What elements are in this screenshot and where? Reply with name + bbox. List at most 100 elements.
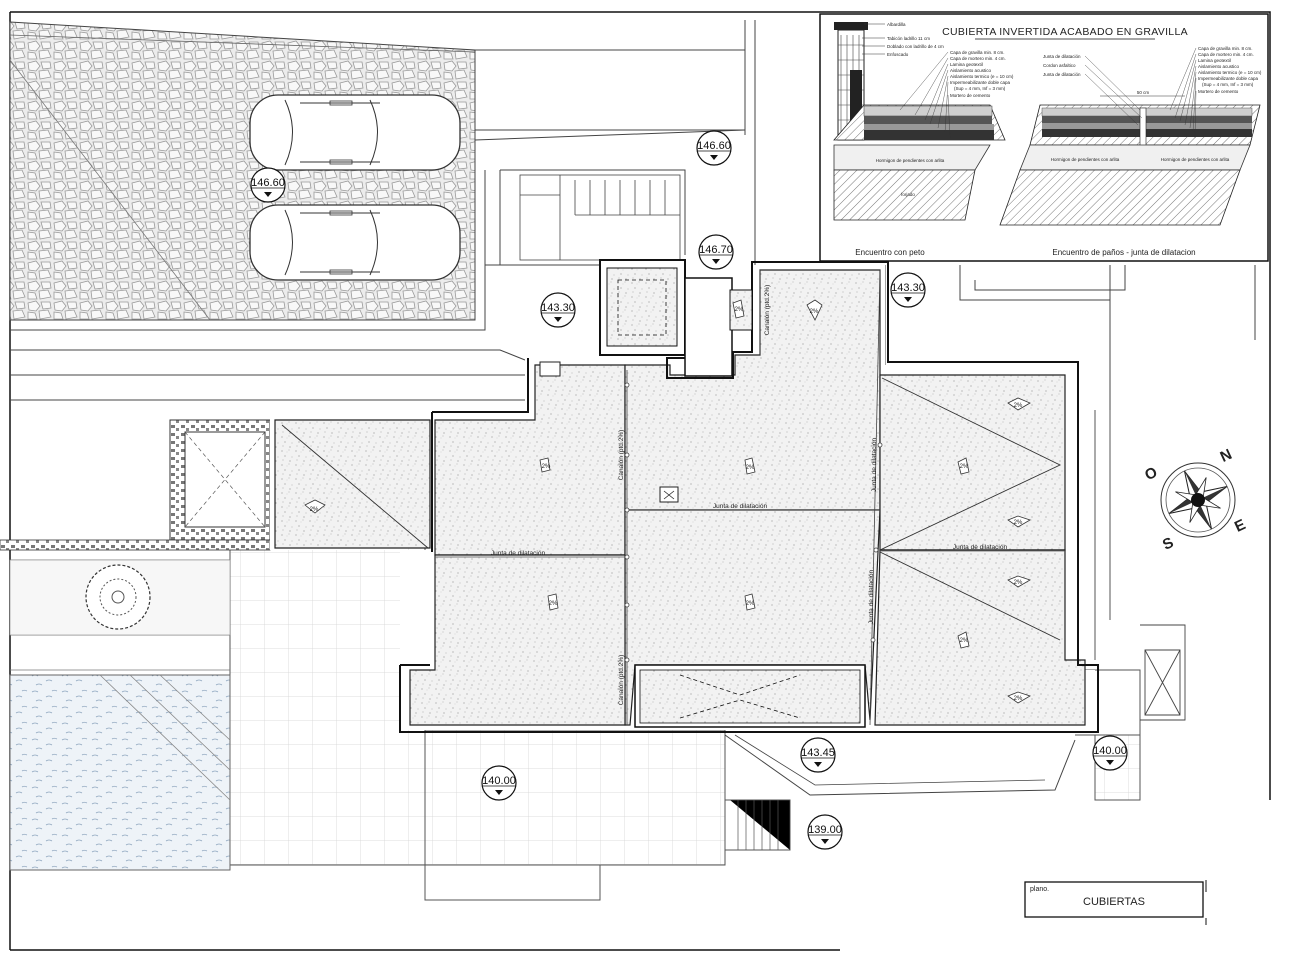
stairs-top — [519, 174, 681, 261]
svg-text:Hormigon de pendientes con arl: Hormigon de pendientes con arlita — [1161, 157, 1230, 162]
title-block: plano. CUBIERTAS — [1024, 880, 1207, 925]
svg-text:Albardilla: Albardilla — [887, 22, 906, 27]
svg-text:146.70: 146.70 — [699, 244, 733, 256]
detail-parapet: forjado Hormigon de pendientes con arlit… — [833, 22, 1006, 221]
left-labels: Albardilla Tabicón ladrillo 11 cm Doblad… — [862, 22, 944, 57]
car-bottom — [249, 204, 461, 281]
svg-text:Aislamiento termico (e = 10 cm: Aislamiento termico (e = 10 cm) — [950, 74, 1014, 79]
svg-text:Mortero de cemento: Mortero de cemento — [1198, 89, 1239, 94]
dilation-joints — [435, 509, 1065, 558]
svg-text:forjado: forjado — [901, 192, 915, 197]
svg-text:Capa de mortero min. 4 cm.: Capa de mortero min. 4 cm. — [950, 56, 1006, 61]
roof-access — [599, 259, 753, 377]
roof-planes — [274, 269, 1086, 726]
detail-title: CUBIERTA INVERTIDA ACABADO EN GRAVILLA — [942, 26, 1188, 38]
svg-text:Junta de dilatación: Junta de dilatación — [1043, 54, 1081, 59]
junta-label: Junta de dilatación — [868, 570, 875, 625]
svg-text:Capa de gravilla min. 8 cm.: Capa de gravilla min. 8 cm. — [950, 50, 1005, 55]
svg-text:50 cm: 50 cm — [1137, 90, 1150, 95]
slope-arrow: 2% — [547, 593, 559, 611]
svg-text:Hormigon de pendientes con arl: Hormigon de pendientes con arlita — [876, 158, 945, 163]
svg-text:146.60: 146.60 — [251, 177, 285, 189]
patio-skylight — [0, 419, 271, 551]
right-labels: Capa de gravilla min. 8 cm. Capa de mort… — [1169, 46, 1262, 139]
roof-detail-box: CUBIERTA INVERTIDA ACABADO EN GRAVILLA f… — [819, 13, 1269, 262]
svg-text:2%: 2% — [810, 309, 819, 315]
level-marker: 146.70 — [698, 234, 734, 270]
junta-label: Junta de dilatación — [953, 544, 1008, 551]
slope-arrow: 2% — [744, 457, 756, 475]
level-marker: 140.00 — [1092, 735, 1128, 771]
stairs-bottom — [730, 799, 791, 850]
svg-text:(Sup = 4 mm, Inf = 3 mm): (Sup = 4 mm, Inf = 3 mm) — [954, 86, 1006, 91]
sheet-frame — [10, 11, 1271, 800]
slope-arrow: 2% — [1007, 575, 1031, 588]
svg-text:2%: 2% — [1014, 580, 1023, 586]
compass-n: N — [1218, 446, 1235, 466]
level-marker: 143.30 — [540, 292, 576, 328]
svg-text:2%: 2% — [960, 464, 969, 470]
tree-symbol — [85, 564, 151, 630]
roof-skylight — [634, 664, 866, 728]
svg-text:143.30: 143.30 — [541, 302, 575, 314]
hip-lines — [281, 377, 1062, 641]
gutter-lines — [626, 269, 881, 726]
level-marker: 143.45 — [800, 737, 836, 773]
detail-joint: Hormigon de pendientes con arlita Hormig… — [999, 90, 1261, 226]
slope-arrow: 2% — [304, 499, 326, 514]
svg-text:2%: 2% — [746, 465, 755, 471]
svg-text:146.60: 146.60 — [697, 140, 731, 152]
canalon-label: Canalón (ptd.2%) — [618, 655, 625, 706]
mid-labels: Capa de gravilla min. 8 cm. Capa de mort… — [899, 50, 1014, 139]
slope-arrow: 2% — [1007, 691, 1031, 704]
svg-text:143.45: 143.45 — [801, 747, 835, 759]
plan-title: CUBIERTAS — [1083, 896, 1145, 908]
junta-label: Junta de dilatación — [491, 550, 546, 557]
svg-text:Hormigon de pendientes con arl: Hormigon de pendientes con arlita — [1051, 157, 1120, 162]
level-marker: 140.00 — [481, 765, 517, 801]
slope-arrow: 2% — [957, 457, 970, 475]
svg-text:Tabicón ladrillo 11 cm: Tabicón ladrillo 11 cm — [887, 36, 930, 41]
svg-text:143.30: 143.30 — [891, 282, 925, 294]
svg-text:140.00: 140.00 — [1093, 745, 1127, 757]
slope-arrow: 2% — [732, 299, 745, 319]
svg-text:2%: 2% — [549, 601, 558, 607]
junta-label: Junta de dilatación — [713, 503, 768, 510]
caption-left: Encuentro con peto — [855, 248, 925, 257]
svg-text:2%: 2% — [310, 507, 319, 513]
svg-text:2%: 2% — [542, 464, 551, 470]
svg-text:Capa de gravilla min. 8 cm.: Capa de gravilla min. 8 cm. — [1198, 46, 1253, 51]
slope-arrow: 2% — [806, 299, 823, 321]
svg-text:Capa de mortero min. 4 cm.: Capa de mortero min. 4 cm. — [1198, 52, 1254, 57]
slope-arrow: 2% — [539, 457, 551, 473]
svg-text:2%: 2% — [746, 601, 755, 607]
svg-text:140.00: 140.00 — [482, 775, 516, 787]
level-marker: 139.00 — [807, 814, 843, 850]
svg-text:2%: 2% — [1014, 403, 1023, 409]
svg-text:Mortero de cemento: Mortero de cemento — [950, 93, 991, 98]
slope-arrows: 2% 2% 2% 2% 2% 2% 2% 2% 2% 2% 2% 2% 2% — [304, 299, 1031, 704]
svg-text:Lamina geotextil: Lamina geotextil — [950, 62, 983, 67]
svg-text:139.00: 139.00 — [808, 824, 842, 836]
level-marker: 143.30 — [890, 272, 926, 308]
svg-text:Impermeabilizante doble capa: Impermeabilizante doble capa — [1198, 76, 1259, 81]
svg-text:Cordon asfaltico: Cordon asfaltico — [1043, 63, 1076, 68]
junta-label: Junta de dilatación — [871, 438, 878, 493]
svg-text:Aislamiento termico (e = 10 cm: Aislamiento termico (e = 10 cm) — [1198, 70, 1262, 75]
svg-text:2%: 2% — [735, 307, 744, 313]
compass-s: S — [1160, 534, 1176, 554]
compass-rose: N S E O — [1142, 446, 1248, 554]
svg-text:(Sup = 4 mm, Inf = 3 mm): (Sup = 4 mm, Inf = 3 mm) — [1202, 82, 1254, 87]
svg-text:Aislamiento acustico: Aislamiento acustico — [1198, 64, 1240, 69]
svg-text:Doblado con ladrillo de 4 cm: Doblado con ladrillo de 4 cm — [887, 44, 944, 49]
right-left-labels: Junta de dilatación Cordon asfaltico Jun… — [1043, 54, 1143, 126]
canalon-label: Canalón (ptd.2%) — [618, 430, 625, 481]
svg-text:Lamina geotextil: Lamina geotextil — [1198, 58, 1231, 63]
car-top — [249, 94, 461, 171]
svg-text:Junta de dilatación: Junta de dilatación — [1043, 72, 1081, 77]
slope-arrow: 2% — [1007, 515, 1031, 528]
svg-text:Aislamiento acustico: Aislamiento acustico — [950, 68, 992, 73]
level-marker: 146.60 — [696, 130, 732, 166]
svg-text:2%: 2% — [1014, 696, 1023, 702]
